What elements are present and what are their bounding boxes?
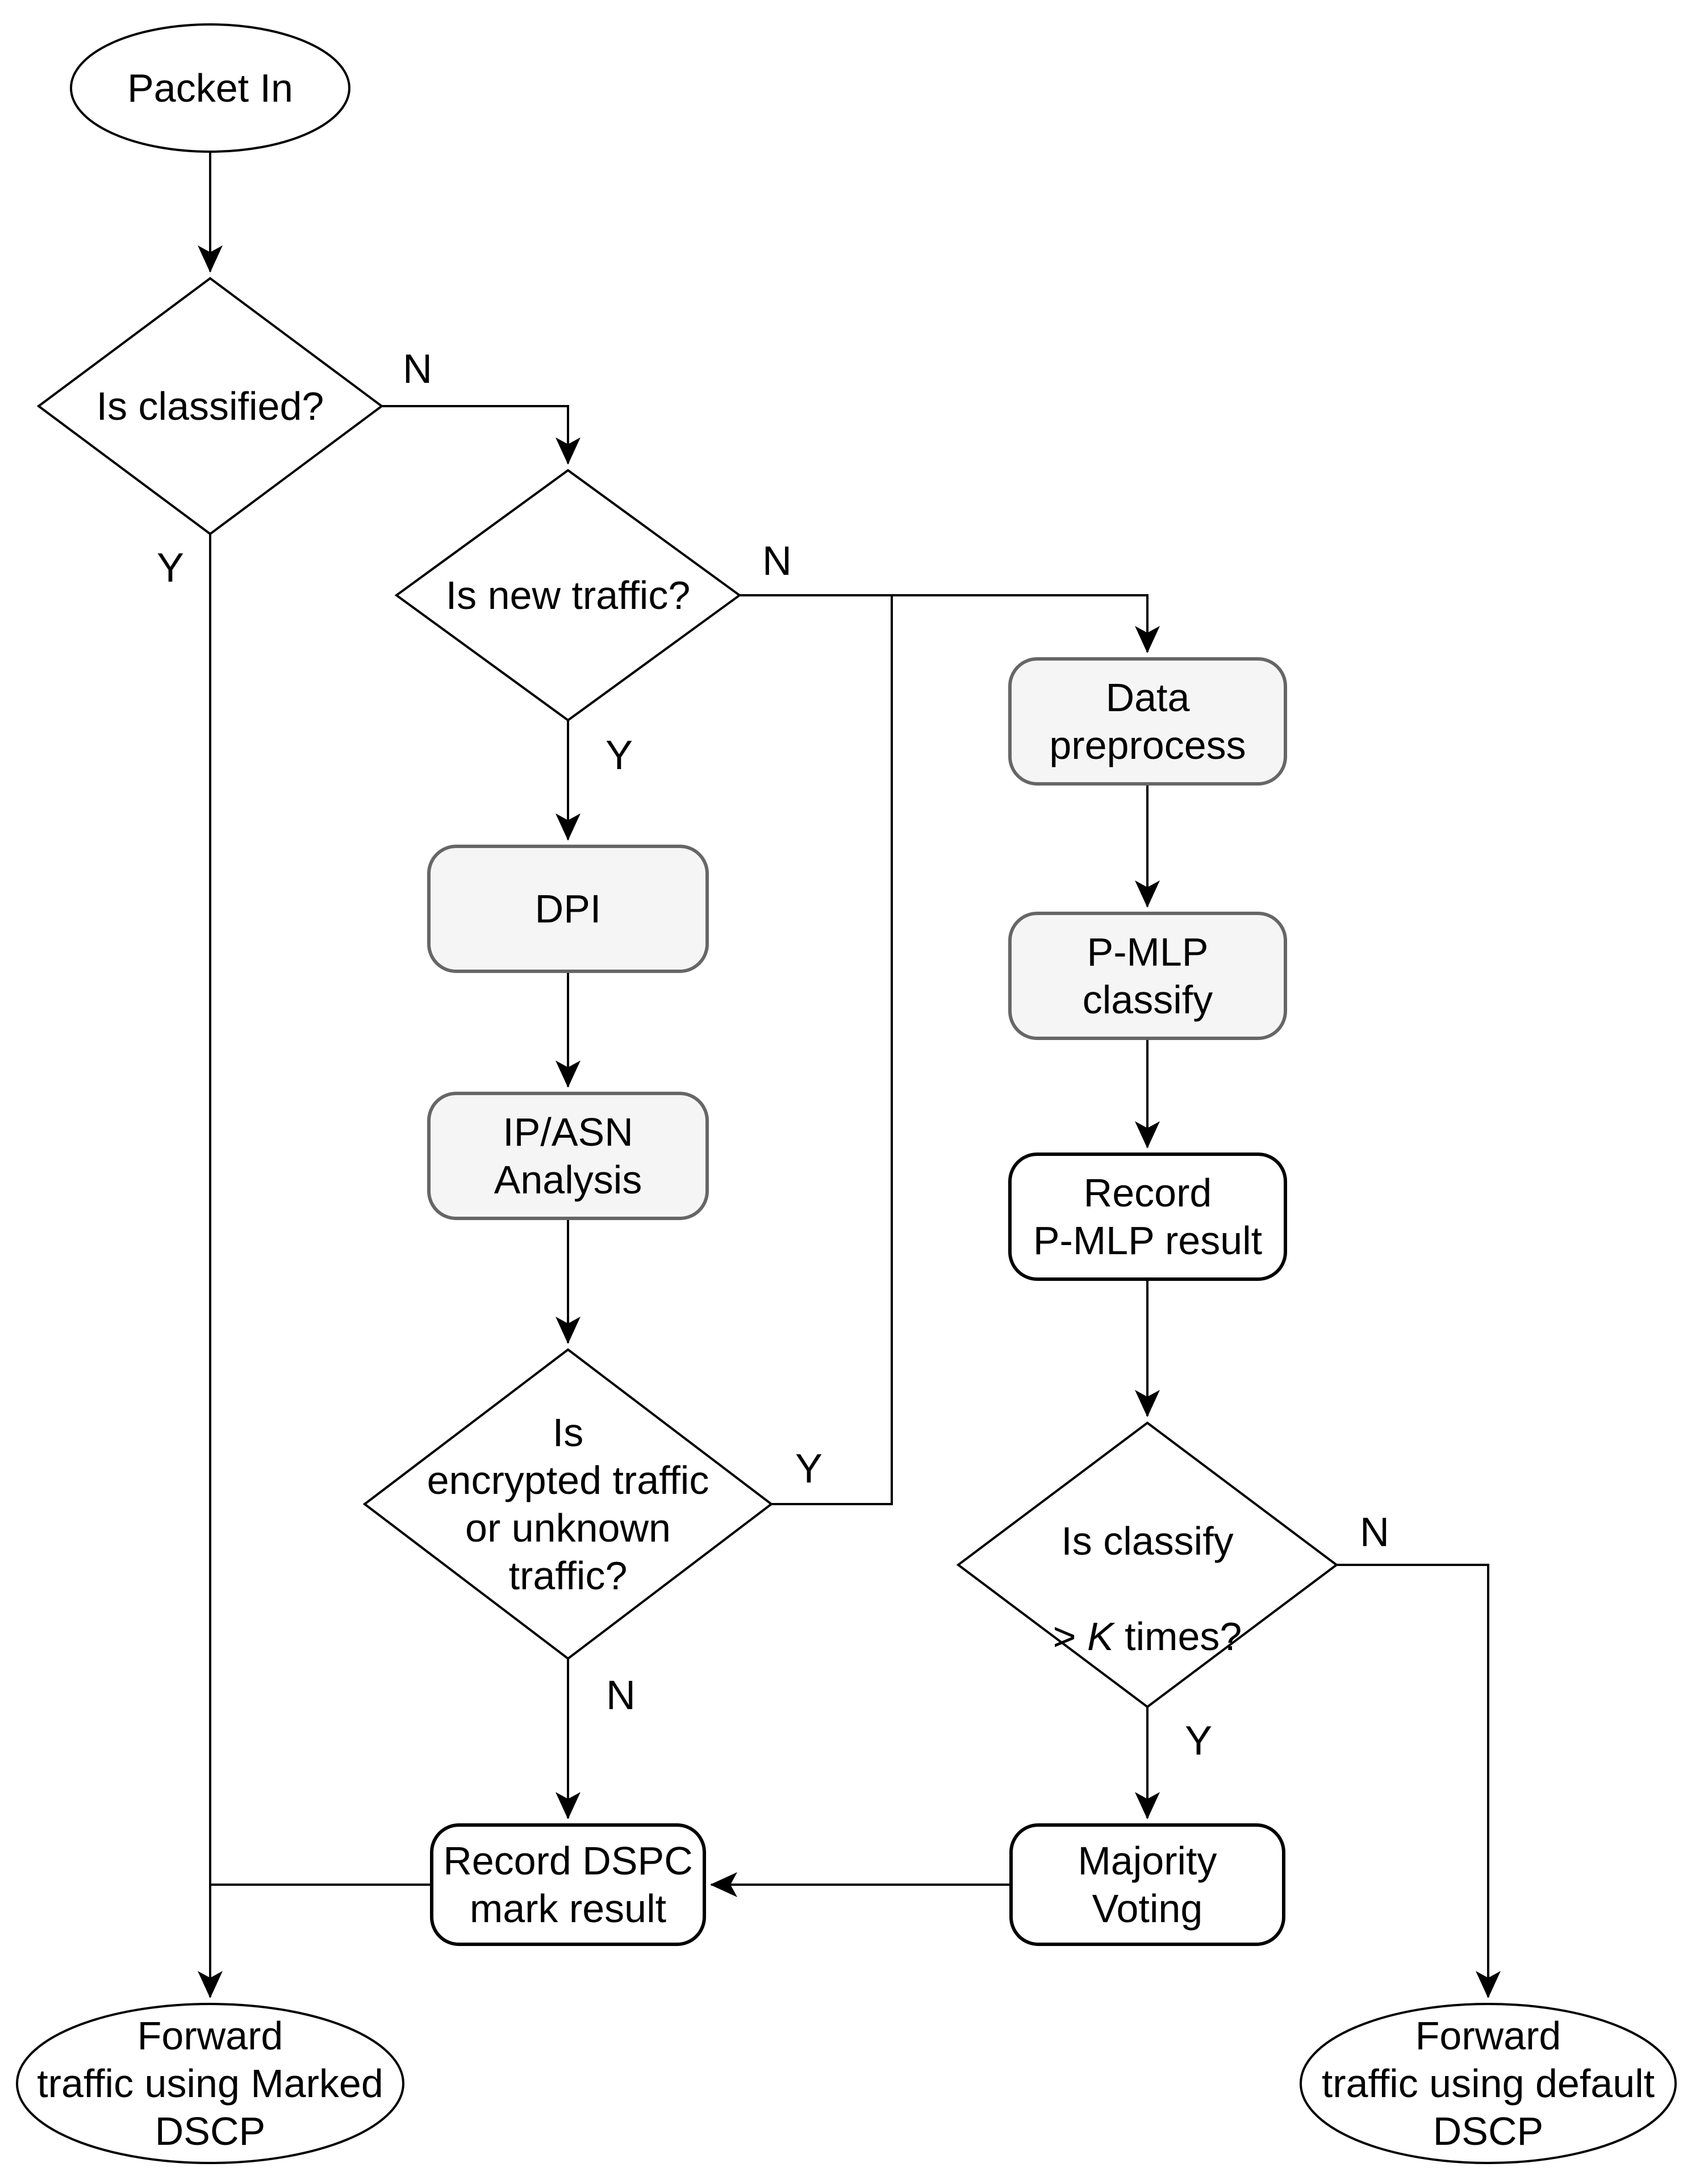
edge-isnewtraffic-n-to-datapreprocess <box>740 594 1160 653</box>
edge-isclassified-n-to-isnewtraffic <box>382 405 581 465</box>
p-mlp-classify-box <box>1008 912 1287 1040</box>
is-classify-k-diamond <box>956 1421 1339 1709</box>
majority-voting-box <box>1009 1823 1285 1946</box>
is-new-traffic-diamond <box>394 469 742 722</box>
is-encrypted-diamond <box>362 1348 774 1660</box>
data-preprocess-box <box>1008 657 1287 786</box>
dpi-box <box>427 845 709 973</box>
forward-marked-ellipse <box>16 2003 404 2164</box>
edge-isencrypted-y-return <box>771 596 893 1505</box>
is-classified-diamond <box>36 277 384 536</box>
record-p-mlp-result-box <box>1008 1152 1287 1281</box>
record-dspc-box <box>430 1823 706 1946</box>
forward-default-ellipse <box>1300 2003 1677 2164</box>
edge-isclassifyk-n-to-forwarddefault <box>1337 1564 1501 1998</box>
packet-in-ellipse <box>70 23 350 153</box>
ip-asn-analysis-box <box>427 1092 709 1220</box>
